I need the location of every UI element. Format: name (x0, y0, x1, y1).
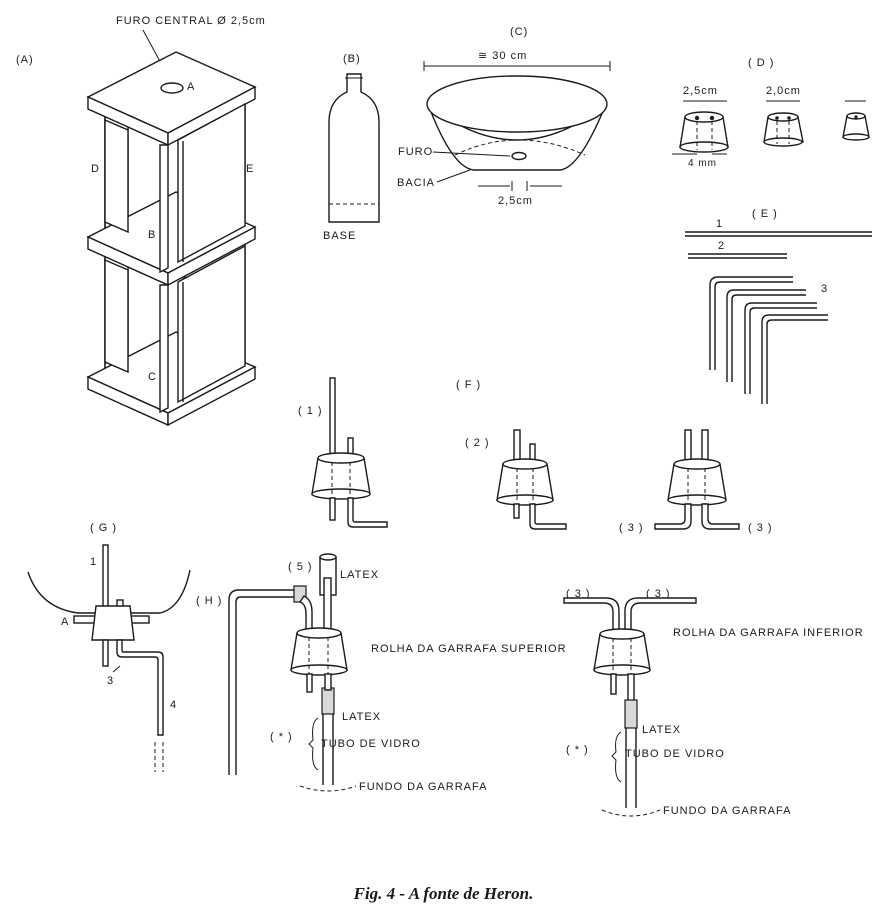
panel-d-stoppers: ( D ) 2,5cm 2,0cm 4 mm (672, 57, 870, 169)
h-latex-label: LATEX (342, 711, 381, 723)
panel-f-label: ( F ) (456, 379, 481, 391)
h-latex-top-label: LATEX (340, 569, 379, 581)
g-stopper (91, 605, 135, 641)
panel-a-stand: (A) FURO CENTRAL Ø 2,5cm A B C D (16, 15, 266, 427)
panel-d-label: ( D ) (748, 57, 774, 69)
stopper-size-2: 2,0cm (766, 85, 801, 97)
tube-3-bent-b (726, 289, 806, 382)
top-shelf-label-a: A (187, 81, 195, 93)
middle-shelf-label-b: B (148, 229, 156, 241)
g-tube-3-label: 3 (107, 675, 114, 687)
i-asterisk-label: ( * ) (566, 744, 589, 756)
assembly-2-label: ( 2 ) (465, 437, 490, 449)
bottle-base-label: BASE (323, 230, 356, 242)
post-label-d: D (91, 163, 100, 175)
panel-e-label: ( E ) (752, 208, 778, 220)
h-fundo-label: FUNDO DA GARRAFA (359, 781, 487, 793)
assembly-2-bent-tube (529, 503, 567, 530)
assembly-1-bent-tube (347, 497, 388, 528)
tube-3-bent-d (761, 314, 828, 404)
figure-caption: Fig. 4 - A fonte de Heron. (353, 884, 534, 903)
i-bottle-bottom (601, 809, 661, 817)
tube-3-bent-c (744, 302, 817, 394)
basin-furo-label: FURO (398, 146, 433, 158)
stopper-size-1: 2,5cm (683, 85, 718, 97)
g-bent-tube (116, 639, 164, 736)
tube-3-bent-a (709, 276, 793, 370)
panel-f-assemblies: ( F ) ( 1 ) ( 2 ) ( 3 ) ( 3 ) (298, 377, 773, 534)
basin-bacia-label: BACIA (397, 177, 435, 189)
h-brace (308, 717, 319, 771)
basin-hole-size-label: 2,5cm (498, 195, 533, 207)
panel-c-basin: (C) ≅ 30 cm FURO BACIA 2,5cm (397, 26, 611, 207)
h-tube-5-label: ( 5 ) (288, 561, 313, 573)
g-tube-1-label: 1 (90, 556, 97, 568)
g-tube-4-label: 4 (170, 699, 177, 711)
panel-g-label: ( G ) (90, 522, 117, 534)
basin-section (27, 569, 191, 614)
panel-h-label: ( H ) (196, 595, 222, 607)
h-long-tube (228, 589, 300, 775)
tube-1-label: 1 (716, 218, 723, 230)
i-latex-label: LATEX (642, 724, 681, 736)
panel-b-bottle: (B) BASE (323, 53, 380, 242)
i-rolha-inferior-label: ROLHA DA GARRAFA INFERIOR (673, 627, 864, 639)
h-tubo-vidro-label: TUBO DE VIDRO (321, 738, 421, 750)
basin-diameter-label: ≅ 30 cm (478, 50, 527, 62)
i-brace (611, 731, 622, 783)
post-label-e: E (246, 163, 254, 175)
central-hole (160, 82, 184, 94)
stopper-hole-gap-label: 4 mm (688, 158, 717, 169)
basin-rim (426, 75, 608, 133)
panel-e-tubes: ( E ) 1 2 3 (685, 208, 872, 404)
tube-3-label: 3 (821, 283, 828, 295)
basin-bowl (426, 101, 607, 171)
panel-b-label: (B) (343, 53, 361, 65)
i-latex-lower (624, 699, 638, 729)
panel-h-upper-stopper: ( H ) ( 5 ) LATEX ROLHA DA GARRAFA SUPER… (196, 553, 567, 793)
furo-central-label: FURO CENTRAL Ø 2,5cm (116, 15, 266, 27)
i-fundo-label: FUNDO DA GARRAFA (663, 805, 791, 817)
panel-a-label: (A) (16, 54, 34, 66)
assembly-3-bent-left (654, 503, 692, 530)
g-shelf-a-label: A (61, 616, 69, 628)
h-bent-tube (298, 595, 313, 634)
i-tubo-vidro-label: TUBO DE VIDRO (625, 748, 725, 760)
assembly-3-left-label: ( 3 ) (619, 522, 644, 534)
panel-c-label: (C) (510, 26, 528, 38)
h-tube-5 (323, 577, 332, 634)
h-asterisk-label: ( * ) (270, 731, 293, 743)
basin-hole (511, 151, 527, 161)
heron-fountain-figure: (A) FURO CENTRAL Ø 2,5cm A B C D (16, 15, 872, 817)
panel-i-lower-stopper: ( 3 ) ( 3 ) ROLHA DA GARRAFA INFERIOR LA… (563, 588, 864, 817)
bottle-outline (328, 73, 380, 223)
i-bent-left (563, 597, 620, 635)
assembly-1-label: ( 1 ) (298, 405, 323, 417)
tube-2-label: 2 (718, 240, 725, 252)
assembly-3-bent-right (701, 503, 740, 530)
assembly-3-right-label: ( 3 ) (748, 522, 773, 534)
panel-g-basin-assembly: ( G ) 1 A 3 4 (27, 522, 191, 772)
assembly-1-long-tube (329, 377, 336, 457)
i-left-tube-label: ( 3 ) (566, 588, 591, 600)
h-rolha-superior-label: ROLHA DA GARRAFA SUPERIOR (371, 643, 567, 655)
h-latex-lower (321, 687, 335, 715)
h-bottle-bottom (299, 785, 357, 792)
bottom-shelf-label-c: C (148, 371, 157, 383)
i-right-tube-label: ( 3 ) (646, 588, 671, 600)
